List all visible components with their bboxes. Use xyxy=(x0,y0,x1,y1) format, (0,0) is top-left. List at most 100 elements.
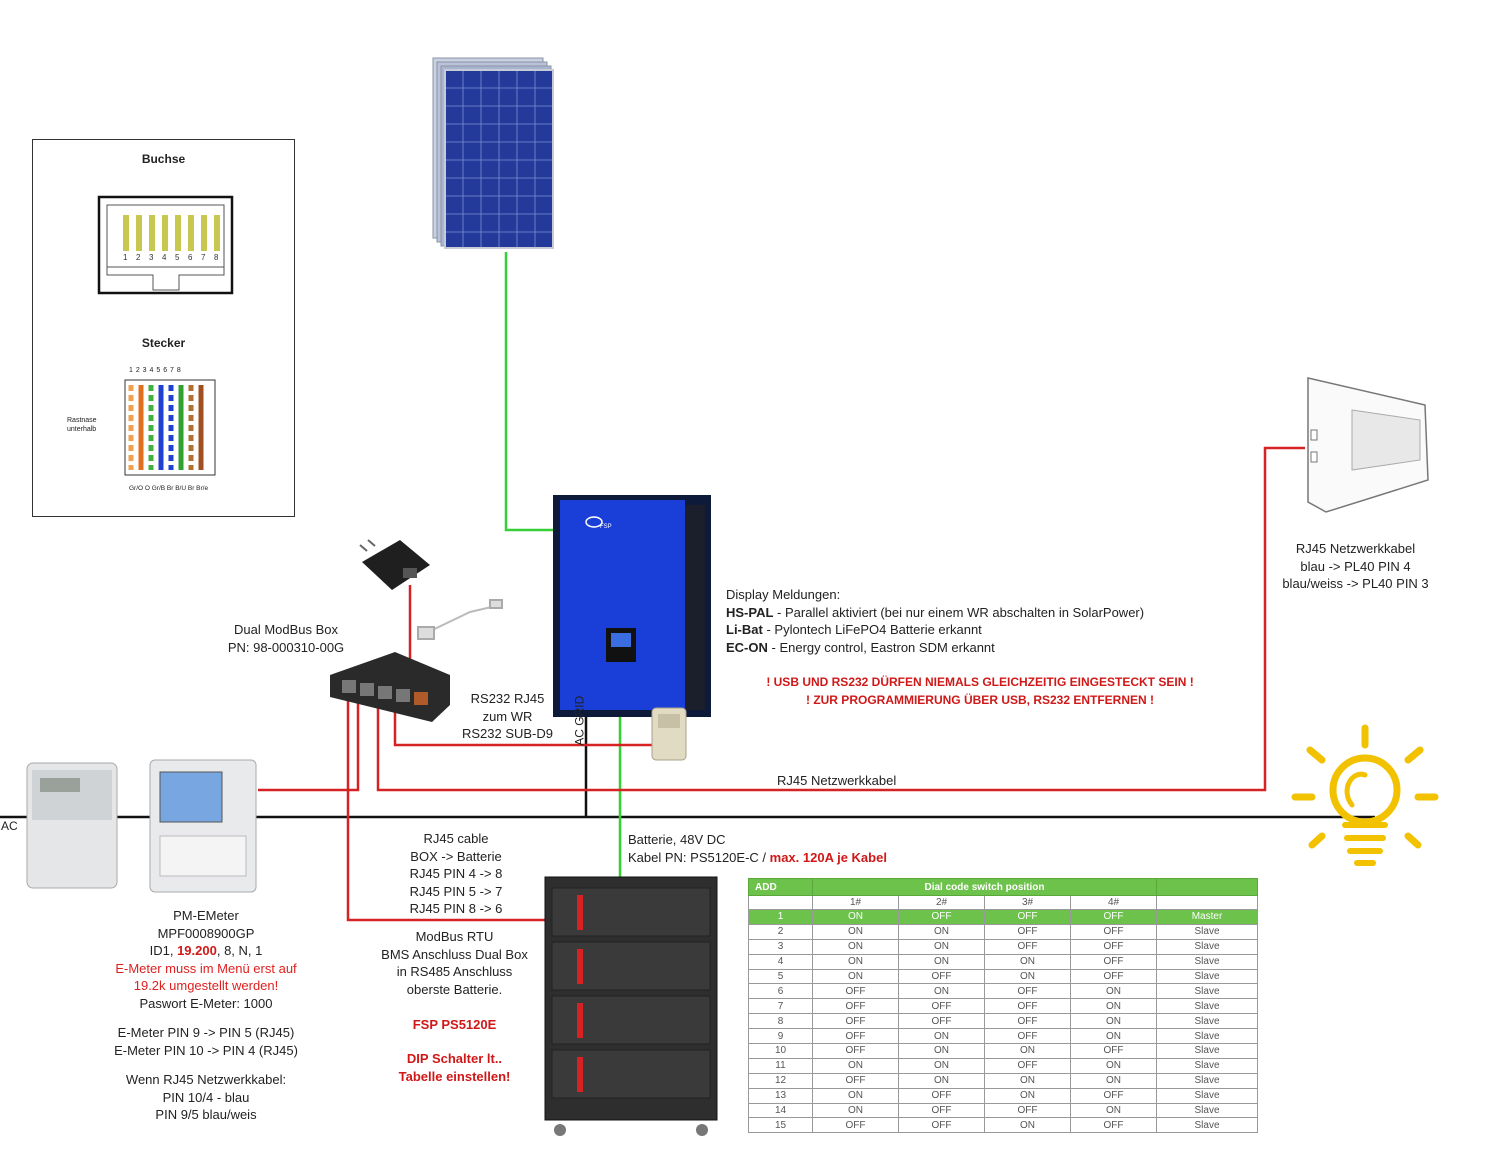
socket-pin-8: 8 xyxy=(214,253,219,262)
role-cell: Slave xyxy=(1156,1028,1258,1045)
switch-cell: OFF xyxy=(898,968,985,985)
label-line: BOX -> Batterie xyxy=(410,848,502,864)
bms-wire xyxy=(346,697,555,922)
fsp-model-label: FSP PS5120E xyxy=(412,1017,497,1032)
switch-cell: OFF xyxy=(984,909,1071,925)
socket-title: Buchse xyxy=(141,152,186,166)
dip-switch-table: ADD Dial code switch position 1# 2# 3# 4… xyxy=(748,878,1258,1134)
role-cell: Slave xyxy=(1156,1102,1258,1119)
inverter-brand: FSP xyxy=(600,524,612,530)
latch-note-line: unterhalb xyxy=(67,426,97,433)
emeter-wire xyxy=(258,697,360,792)
address-cell: 8 xyxy=(748,1013,813,1030)
pl40-label: RJ45 Netzwerkkabel blau -> PL40 PIN 4 bl… xyxy=(1268,540,1443,593)
label-line: oberste Batterie. xyxy=(406,981,503,997)
switch-cell: ON xyxy=(1070,983,1157,1000)
label-line: ModBus RTU xyxy=(415,929,494,944)
display-text: - Pylontech LiFePO4 Batterie erkannt xyxy=(762,622,982,637)
emeter-notes: PM-EMeter MPF0008900GP ID1, 19.200, 8, N… xyxy=(96,907,316,1124)
switch-cell: OFF xyxy=(812,1117,899,1134)
dip-note-line: Tabelle einstellen! xyxy=(398,1068,511,1084)
display-text: - Parallel aktiviert (bei nur einem WR a… xyxy=(773,604,1145,620)
battery-line: Kabel PN: PS5120E-C / max. 120A je Kabel xyxy=(628,849,887,867)
emeter-rj45-line: Wenn RJ45 Netzwerkkabel: xyxy=(125,1072,287,1087)
role-cell: Slave xyxy=(1156,998,1258,1015)
switch-cell: ON xyxy=(984,1117,1071,1134)
switch-cell: OFF xyxy=(1070,1043,1157,1059)
emeter-pin-line: E-Meter PIN 10 -> PIN 4 (RJ45) xyxy=(114,1042,298,1058)
address-cell: 15 xyxy=(748,1117,813,1134)
switch-cell: OFF xyxy=(1070,923,1157,940)
display-item: HS-PAL - Parallel aktiviert (bei nur ein… xyxy=(726,604,1144,622)
address-cell: 5 xyxy=(748,968,813,985)
display-title: Display Meldungen: xyxy=(726,587,841,602)
switch-1-header: 1# xyxy=(812,895,899,910)
label-line: RS232 SUB-D9 xyxy=(461,726,554,741)
dip-note-line: DIP Schalter lt.. xyxy=(406,1051,503,1066)
switch-cell: OFF xyxy=(1070,1117,1157,1134)
switch-cell: ON xyxy=(984,968,1071,985)
label-line: Dual ModBus Box xyxy=(233,622,339,637)
display-code: EC-ON xyxy=(726,639,768,655)
role-cell: Slave xyxy=(1156,1057,1258,1074)
switch-2-header: 2# xyxy=(898,895,985,910)
socket-pin-2: 2 xyxy=(136,253,141,262)
plug-pin-numbers: 1 2 3 4 5 6 7 8 xyxy=(129,367,182,374)
label-line: BMS Anschluss Dual Box xyxy=(381,946,528,962)
spacer xyxy=(96,1012,316,1024)
warning-line: ! ZUR PROGRAMMIERUNG ÜBER USB, RS232 ENT… xyxy=(805,692,1155,707)
switch-cell: OFF xyxy=(898,998,985,1015)
address-cell: 1 xyxy=(748,909,813,925)
battery-line: Batterie, 48V DC xyxy=(628,832,726,847)
role-cell: Slave xyxy=(1156,1013,1258,1030)
emeter-line: ID1, 19.200, 8, N, 1 xyxy=(96,942,316,960)
role-cell: Slave xyxy=(1156,938,1258,955)
switch-cell: ON xyxy=(984,1087,1071,1104)
switch-cell: OFF xyxy=(984,1102,1071,1119)
label-line: RJ45 PIN 5 -> 7 xyxy=(409,883,503,899)
usb-cable xyxy=(417,599,503,640)
address-cell: 2 xyxy=(748,923,813,940)
switch-4-header: 4# xyxy=(1070,895,1157,910)
emeter-baud: 19.200 xyxy=(177,943,217,958)
subheader-empty xyxy=(748,895,813,910)
label-line: blau/weiss -> PL40 PIN 3 xyxy=(1282,576,1429,591)
rs232-wire xyxy=(393,697,658,747)
display-item: EC-ON - Energy control, Eastron SDM erka… xyxy=(726,639,1144,657)
role-cell: Slave xyxy=(1156,923,1258,940)
switch-cell: ON xyxy=(898,1043,985,1059)
switch-cell: OFF xyxy=(812,1013,899,1030)
role-cell: Master xyxy=(1156,909,1258,925)
switch-cell: OFF xyxy=(898,1102,985,1119)
display-messages: Display Meldungen: HS-PAL - Parallel akt… xyxy=(726,586,1144,656)
switch-cell: OFF xyxy=(812,1043,899,1059)
switch-cell: OFF xyxy=(1070,938,1157,955)
role-cell: Slave xyxy=(1156,1087,1258,1104)
switch-cell: ON xyxy=(898,953,985,970)
socket-pin-3: 3 xyxy=(149,253,154,262)
plug-color-codes: Gr/O O Gr/B Br B/U Br Br/e xyxy=(129,485,209,492)
role-cell: Slave xyxy=(1156,1117,1258,1134)
switch-cell: OFF xyxy=(898,1117,985,1134)
address-cell: 9 xyxy=(748,1028,813,1045)
label-line: in RS485 Anschluss xyxy=(396,964,513,979)
label-line: RS232 RJ45 xyxy=(470,691,545,706)
role-cell: Slave xyxy=(1156,1043,1258,1059)
modbus-box-label: Dual ModBus Box PN: 98-000310-00G xyxy=(218,621,354,656)
warning-line: ! USB UND RS232 DÜRFEN NIEMALS GLEICHZEI… xyxy=(766,675,1194,689)
ac-grid-label: AC GRID xyxy=(572,695,587,746)
label-line: blau -> PL40 PIN 4 xyxy=(1300,558,1411,574)
switch-cell: ON xyxy=(812,953,899,970)
switch-cell: ON xyxy=(898,938,985,955)
address-cell: 3 xyxy=(748,938,813,955)
switch-cell: ON xyxy=(1070,1057,1157,1074)
rj45-box-battery-label: RJ45 cable BOX -> Batterie RJ45 PIN 4 ->… xyxy=(388,830,524,918)
